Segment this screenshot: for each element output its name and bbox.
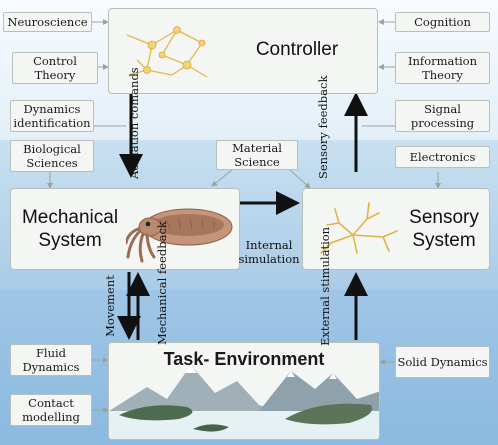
- neurons-illustration: [126, 26, 208, 78]
- cognition-box: Cognition: [395, 12, 490, 32]
- mountain-landscape-illustration: [109, 365, 379, 439]
- mechanical-system-title: Mechanical System: [21, 207, 119, 251]
- contact-modelling-box: Contact modelling: [10, 394, 92, 426]
- sensory-system-title: Sensory System: [409, 207, 479, 251]
- signal-processing-box: Signal processing: [395, 100, 490, 132]
- control-theory-box: Control Theory: [12, 52, 98, 84]
- biological-sciences-box: Biological Sciences: [10, 140, 94, 172]
- controller-title: Controller: [255, 39, 339, 60]
- movement-label: Movement: [103, 275, 117, 337]
- information-theory-box: Information Theory: [395, 52, 490, 84]
- cuttlefish-illustration: [126, 208, 233, 263]
- mechanical-system-box: Mechanical System: [10, 188, 240, 270]
- dynamics-identification-box: Dynamics identification: [10, 100, 94, 132]
- sensory-neuron-illustration: [320, 202, 398, 254]
- solid-dynamics-box: Solid Dynamics: [395, 346, 490, 378]
- actuation-commands-label: Actuation comands: [127, 67, 141, 179]
- controller-box: Controller: [108, 8, 378, 94]
- mechanical-feedback-label: Mechanical feedback: [155, 221, 169, 345]
- external-stimulation-label: External stimulation: [318, 226, 332, 346]
- sensory-system-box: Sensory System: [302, 188, 490, 270]
- neuroscience-box: Neuroscience: [3, 12, 92, 32]
- electronics-box: Electronics: [395, 146, 490, 168]
- internal-simulation-label: Internal simulation: [238, 238, 300, 267]
- sensory-feedback-label: Sensory feedback: [316, 75, 330, 179]
- task-environment-box: Task- Environment: [108, 342, 380, 440]
- fluid-dynamics-box: Fluid Dynamics: [10, 344, 92, 376]
- material-science-box: Material Science: [216, 140, 298, 170]
- task-environment-title: Task- Environment: [163, 349, 325, 369]
